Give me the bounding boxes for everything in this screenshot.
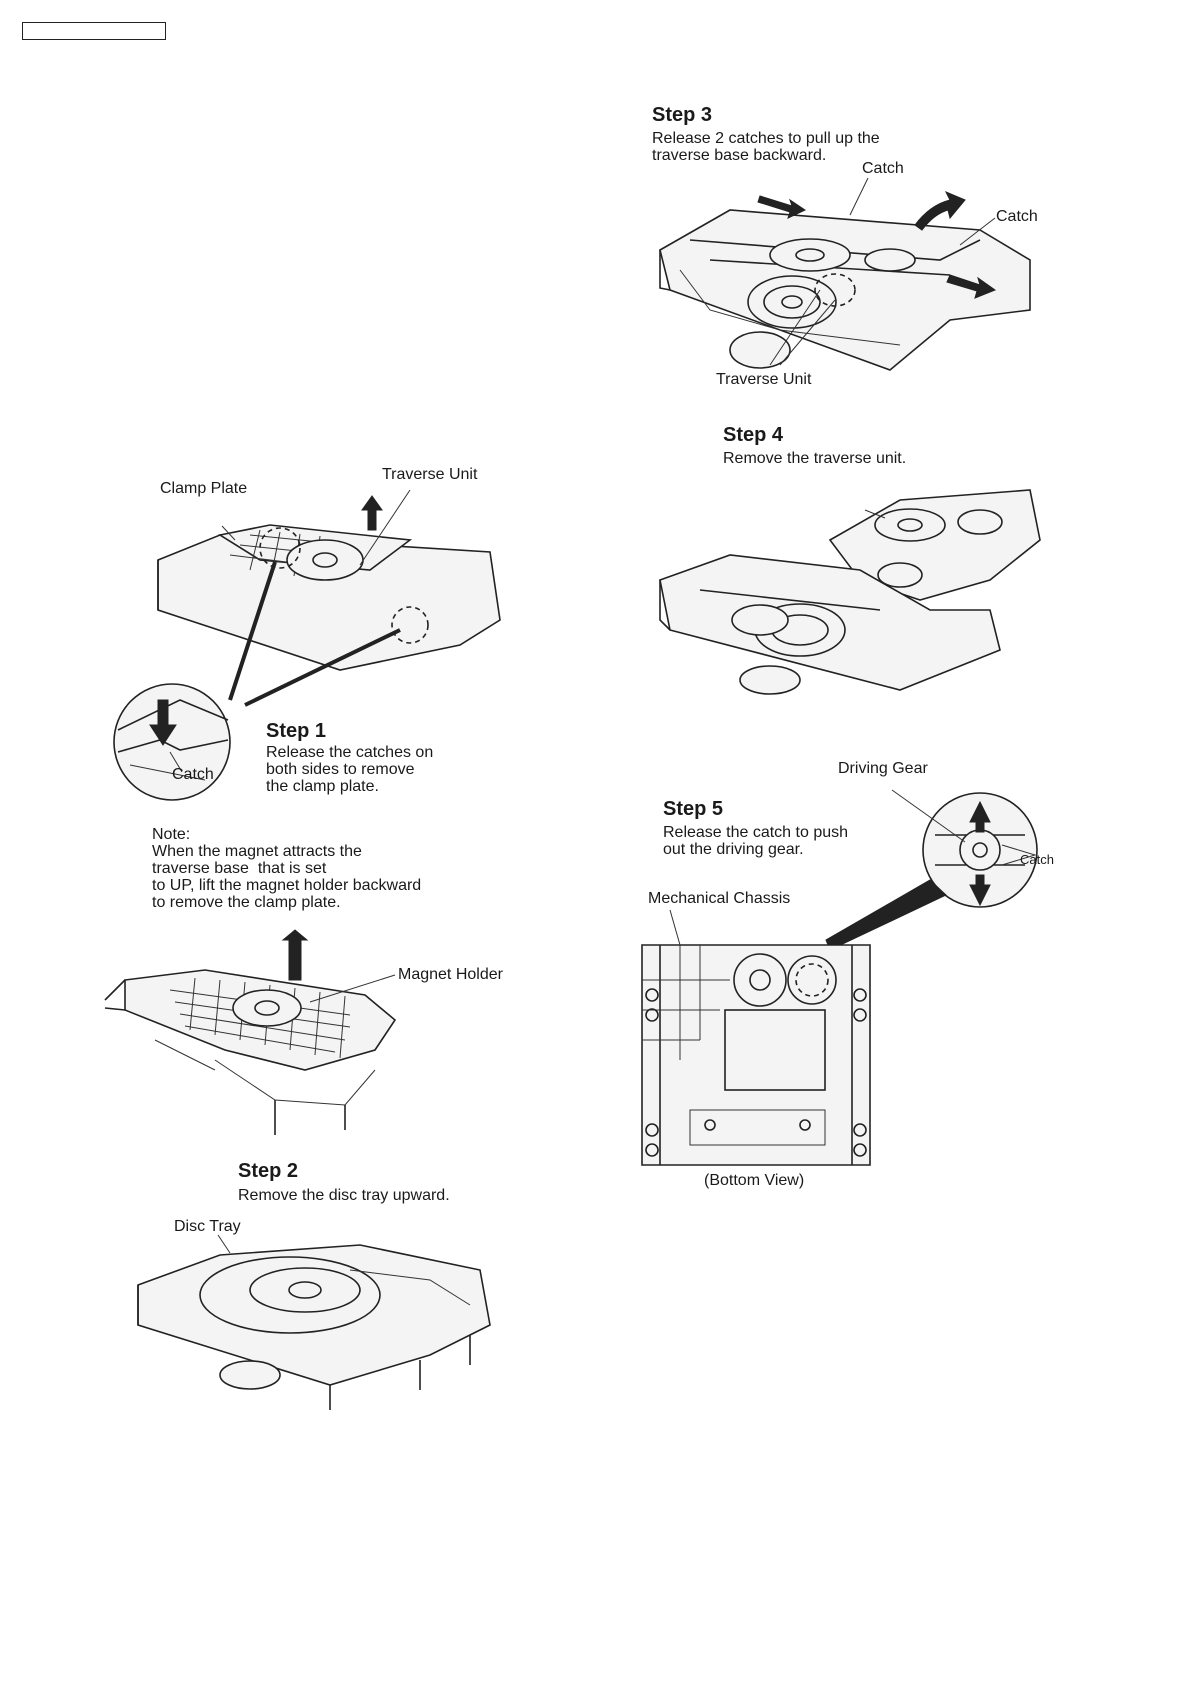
step5-bottom-view-label: (Bottom View) [704, 1172, 805, 1189]
step1-clamp-plate-label: Clamp Plate [160, 480, 248, 497]
note-title: Note: [152, 826, 191, 843]
step3-title: Step 3 [652, 104, 713, 126]
step5-description: Release the catch to push out the drivin… [663, 824, 849, 858]
step2-description: Remove the disc tray upward. [238, 1187, 450, 1204]
step4-diagram [659, 489, 1041, 695]
step2-diagram [137, 1234, 491, 1410]
step1-traverse-unit-label: Traverse Unit [382, 466, 478, 483]
step1-diagram [113, 489, 501, 801]
step3-catch-top-label: Catch [862, 160, 904, 177]
step4-title: Step 4 [723, 424, 784, 446]
note-magnet-holder-label: Magnet Holder [398, 966, 503, 983]
step3-diagram [659, 177, 1031, 371]
step1-title: Step 1 [266, 720, 327, 742]
step3-description: Release 2 catches to pull up the travers… [652, 130, 880, 164]
step3-traverse-unit-label: Traverse Unit [716, 371, 812, 388]
step4-description: Remove the traverse unit. [723, 450, 907, 467]
step5-mechanical-chassis-label: Mechanical Chassis [648, 890, 791, 907]
step5-driving-gear-label: Driving Gear [838, 760, 928, 777]
note-magnet-diagram [104, 929, 397, 1135]
step1-description: Release the catches on both sides to rem… [266, 744, 434, 795]
header-box [22, 22, 166, 40]
note-text: When the magnet attracts the traverse ba… [152, 843, 422, 911]
step3-catch-right-label: Catch [996, 208, 1038, 225]
step2-disc-tray-label: Disc Tray [174, 1218, 241, 1235]
step2-title: Step 2 [238, 1160, 299, 1182]
step5-title: Step 5 [663, 798, 724, 820]
step1-catch-label: Catch [172, 766, 214, 783]
step5-catch-label: Catch [1020, 852, 1054, 867]
step5-diagram [641, 789, 1038, 1166]
